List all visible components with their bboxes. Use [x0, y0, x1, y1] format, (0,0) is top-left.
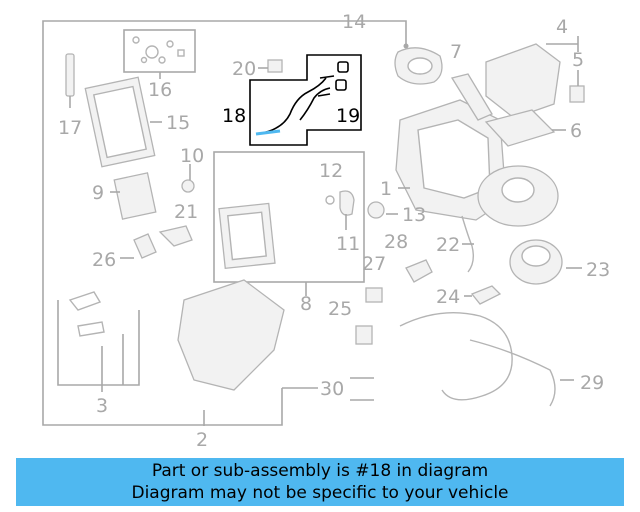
- callout-9: 9: [92, 182, 104, 204]
- callout-13: 13: [402, 204, 426, 226]
- part-6: [484, 109, 556, 147]
- part-25: [355, 325, 373, 345]
- callout-labels: 1 2 3 4 5 6 7 8 9 10 11 12 13 14 15 16 1…: [58, 11, 610, 451]
- callout-15: 15: [166, 112, 190, 134]
- part-10: [181, 179, 195, 193]
- callout-6: 6: [570, 120, 582, 142]
- callout-21: 21: [174, 201, 198, 223]
- part-28: [405, 259, 433, 283]
- callout-26: 26: [92, 249, 116, 271]
- callout-14: 14: [342, 11, 366, 33]
- part-7: [450, 73, 493, 121]
- callout-25: 25: [328, 298, 352, 320]
- callout-2: 2: [196, 429, 208, 451]
- part-20: [267, 59, 283, 73]
- callout-22: 22: [436, 234, 460, 256]
- callout-24: 24: [436, 286, 460, 308]
- part-3: [68, 291, 105, 337]
- part-13: [367, 201, 385, 219]
- callout-1: 1: [380, 178, 392, 200]
- parts-diagram: 1 2 3 4 5 6 7 8 9 10 11 12 13 14 15 16 1…: [42, 11, 610, 451]
- part-19-fitting-b: [335, 79, 347, 91]
- callout-29: 29: [580, 372, 604, 394]
- callout-18: 18: [222, 105, 246, 127]
- part-17: [65, 53, 75, 97]
- part-2: [177, 279, 285, 391]
- part-9: [113, 172, 157, 220]
- banner-line-1: Part or sub-assembly is #18 in diagram: [151, 461, 489, 481]
- part-19-fitting-a: [337, 61, 349, 73]
- callout-17: 17: [58, 117, 82, 139]
- part-27: [365, 287, 383, 303]
- callout-7: 7: [450, 41, 462, 63]
- info-banner: Part or sub-assembly is #18 in diagram D…: [16, 458, 624, 506]
- callout-3: 3: [96, 395, 108, 417]
- part-4: [485, 43, 561, 119]
- callout-30: 30: [320, 378, 344, 400]
- part-29: [399, 312, 556, 407]
- part-18-tube: [257, 77, 331, 135]
- part-18-box: [249, 54, 362, 146]
- callout-4: 4: [556, 16, 568, 38]
- callout-19: 19: [336, 105, 360, 127]
- callout-11: 11: [336, 233, 360, 255]
- callout-27: 27: [362, 253, 386, 275]
- part-15: [84, 76, 162, 168]
- callout-12: 12: [319, 160, 343, 182]
- part-12: [325, 195, 335, 205]
- part-24: [470, 285, 502, 305]
- part-11: [339, 190, 355, 216]
- callout-5: 5: [572, 49, 584, 71]
- part-5: [569, 85, 585, 103]
- callout-8: 8: [300, 293, 312, 315]
- banner-line-2: Diagram may not be specific to your vehi…: [131, 483, 509, 503]
- callout-20: 20: [232, 58, 256, 80]
- callout-16: 16: [148, 79, 172, 101]
- callout-28: 28: [384, 231, 408, 253]
- assembly-frame: [42, 20, 407, 426]
- part-8-box: [213, 151, 365, 283]
- callout-10: 10: [180, 145, 204, 167]
- part-21: [158, 225, 193, 247]
- callout-23: 23: [586, 259, 610, 281]
- part-26: [133, 233, 157, 259]
